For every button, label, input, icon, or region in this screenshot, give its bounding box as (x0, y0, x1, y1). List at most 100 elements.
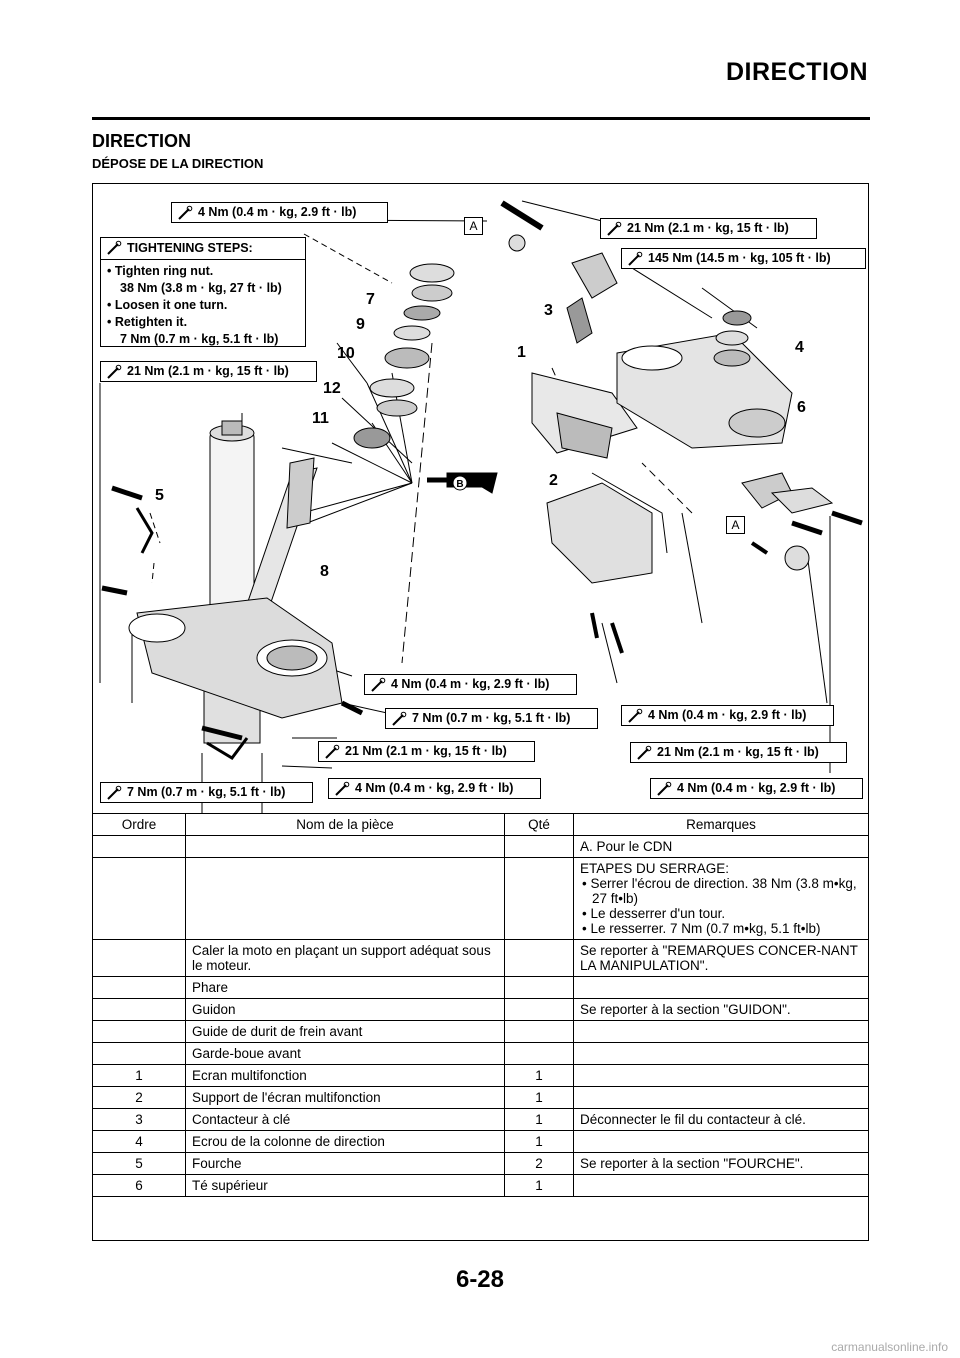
table-row: Phare (92, 976, 869, 999)
footer-watermark: carmanualsonline.info (831, 1340, 948, 1354)
wrench-icon (325, 744, 340, 759)
cell-name: Fourche (185, 1152, 505, 1175)
cell-qty (504, 1042, 574, 1065)
cell-qty: 1 (504, 1174, 574, 1197)
col-remarks: Remarques (573, 813, 869, 836)
wrench-icon (107, 785, 122, 800)
cell-name: Guidon (185, 998, 505, 1021)
callout-number: 10 (337, 345, 355, 362)
cell-qty (504, 1020, 574, 1043)
col-name: Nom de la pièce (185, 813, 505, 836)
tightening-value: 38 Nm (3.8 m · kg, 27 ft · lb) (120, 281, 282, 295)
tightening-steps-title: TIGHTENING STEPS: (101, 238, 305, 260)
page-number: 6-28 (455, 1266, 505, 1293)
header-rule (92, 117, 870, 120)
label-b: B (456, 479, 463, 490)
cell-remarks (573, 976, 869, 999)
torque-label: 4 Nm (0.4 m · kg, 2.9 ft · lb) (364, 674, 577, 695)
cell-name: Garde-boue avant (185, 1042, 505, 1065)
cell-qty: 1 (504, 1086, 574, 1109)
cell-qty: 1 (504, 1108, 574, 1131)
header-title: DIRECTION (726, 58, 868, 86)
parts-table: Ordre Nom de la pièce Qté Remarques A. P… (92, 813, 869, 1197)
tightening-steps-box: TIGHTENING STEPS: • Tighten ring nut. 38… (100, 237, 306, 347)
callout-number: 4 (795, 339, 804, 356)
cell-order: 1 (92, 1064, 186, 1087)
cell-qty: 1 (504, 1064, 574, 1087)
table-row: A. Pour le CDN (92, 835, 869, 858)
callout-number: 2 (549, 472, 558, 489)
cell-name: Guide de durit de frein avant (185, 1020, 505, 1043)
wrench-icon (335, 781, 350, 796)
col-order: Ordre (92, 813, 186, 836)
tightening-steps-fr: ETAPES DU SERRAGE: • Serrer l'écrou de d… (573, 857, 869, 940)
torque-label: 4 Nm (0.4 m · kg, 2.9 ft · lb) (650, 778, 863, 799)
cell-order (92, 976, 186, 999)
wrench-icon (371, 677, 386, 692)
cell-remarks (573, 1020, 869, 1043)
cell-order: 5 (92, 1152, 186, 1175)
cell-order (92, 998, 186, 1021)
wrench-icon (607, 221, 622, 236)
table-row: Guide de durit de frein avant (92, 1020, 869, 1043)
callout-number: 11 (312, 410, 329, 427)
torque-label: 4 Nm (0.4 m · kg, 2.9 ft · lb) (171, 202, 388, 223)
table-row: Caler la moto en plaçant un support adéq… (92, 939, 869, 977)
cell-remarks: Se reporter à "REMARQUES CONCER-NANT LA … (573, 939, 869, 977)
label-a: A (726, 516, 745, 534)
torque-label: 7 Nm (0.7 m · kg, 5.1 ft · lb) (385, 708, 598, 729)
cell-remarks (573, 1042, 869, 1065)
torque-label: 7 Nm (0.7 m · kg, 5.1 ft · lb) (100, 782, 313, 803)
label-a: A (464, 217, 483, 235)
cell-remarks (573, 1130, 869, 1153)
callout-number: 7 (366, 291, 375, 308)
table-row: ETAPES DU SERRAGE: • Serrer l'écrou de d… (92, 857, 869, 940)
section-title: DIRECTION (92, 131, 191, 151)
cell-qty: 1 (504, 1130, 574, 1153)
callout-number: 1 (517, 344, 526, 361)
table-row: Guidon Se reporter à la section "GUIDON". (92, 998, 869, 1021)
cell-remarks: Se reporter à la section "FOURCHE". (573, 1152, 869, 1175)
cell-order (92, 1042, 186, 1065)
col-qty: Qté (504, 813, 574, 836)
wrench-icon (392, 711, 407, 726)
cell-remarks (573, 1064, 869, 1087)
torque-label: 145 Nm (14.5 m · kg, 105 ft · lb) (621, 248, 866, 269)
cell-order: 3 (92, 1108, 186, 1131)
callout-number: 9 (356, 316, 365, 333)
cell-name: Ecrou de la colonne de direction (185, 1130, 505, 1153)
wrench-icon (107, 364, 122, 379)
cell-order: 4 (92, 1130, 186, 1153)
cell-order: 6 (92, 1174, 186, 1197)
torque-label: 4 Nm (0.4 m · kg, 2.9 ft · lb) (328, 778, 541, 799)
table-row: Garde-boue avant (92, 1042, 869, 1065)
tightening-value: 7 Nm (0.7 m · kg, 5.1 ft · lb) (120, 332, 279, 346)
cell-qty: 2 (504, 1152, 574, 1175)
cell-name: Caler la moto en plaçant un support adéq… (185, 939, 505, 977)
wrench-icon (657, 781, 672, 796)
wrench-icon (178, 205, 193, 220)
torque-label: 21 Nm (2.1 m · kg, 15 ft · lb) (318, 741, 535, 762)
callout-number: 3 (544, 302, 553, 319)
callout-number: 6 (797, 399, 806, 416)
tightening-step: • Loosen it one turn. (107, 298, 228, 312)
cell-remarks: Se reporter à la section "GUIDON". (573, 998, 869, 1021)
callout-number: 5 (155, 487, 164, 504)
cell-name: Ecran multifonction (185, 1064, 505, 1087)
wrench-icon (637, 745, 652, 760)
cell-name: Contacteur à clé (185, 1108, 505, 1131)
tightening-step: • Retighten it. (107, 315, 188, 329)
table-header-row: Ordre Nom de la pièce Qté Remarques (92, 813, 869, 836)
cell-remarks: Déconnecter le fil du contacteur à clé. (573, 1108, 869, 1131)
cell-name: Support de l'écran multifonction (185, 1086, 505, 1109)
section-subtitle: DÉPOSE DE LA DIRECTION (92, 156, 264, 171)
cell-qty (504, 976, 574, 999)
callout-number: 8 (320, 563, 329, 580)
wrench-icon (107, 240, 122, 255)
content-frame (92, 183, 869, 1241)
